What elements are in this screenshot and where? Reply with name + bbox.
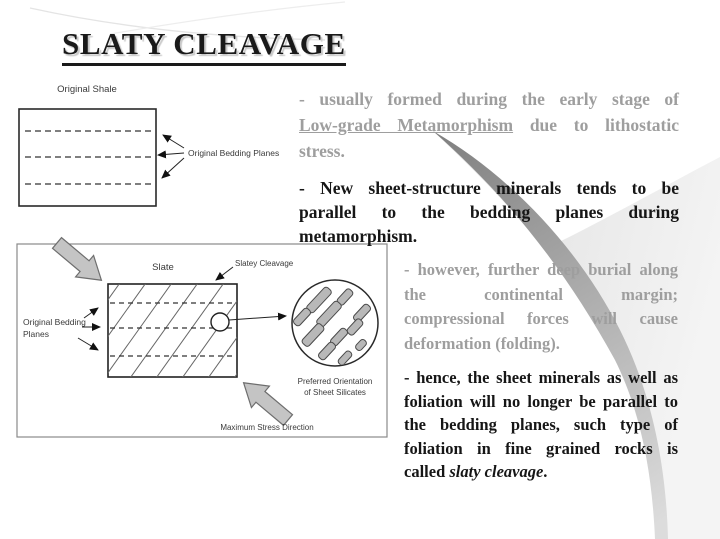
paragraph-line: metamorphism. [299, 226, 418, 246]
paragraph-line: compressional forces will cause [404, 309, 678, 328]
stress-block-arrow-bottom-icon [242, 381, 294, 427]
slate-bedding-label-line1: Original Bedding [23, 317, 86, 327]
paragraph-line: - hence, the sheet minerals as well as [404, 368, 678, 387]
paragraph-text: called [404, 462, 450, 481]
shale-diagram: Original Shale Original Bedding Planes [18, 84, 279, 207]
page-curl-dark-wedge [433, 131, 668, 539]
paragraph-text: . [543, 462, 548, 481]
slate-diagram: Slate Slatey Cleavage Original Bedding P… [16, 236, 388, 438]
paragraph-line: Low-grade Metamorphism due to lithostati… [299, 112, 679, 138]
slate-label: Slate [152, 262, 174, 273]
paragraph-line: parallel to the bedding planes during [299, 202, 679, 222]
bedding-pointer-arrow-icon [157, 150, 185, 159]
bedding-pointer-arrow-icon [77, 337, 99, 351]
paragraph-text: due to lithostatic [513, 115, 679, 135]
paragraph-line: foliation will no longer be parallel to [404, 391, 678, 411]
magnifier-lens-circle [291, 279, 379, 367]
paragraph-line: - usually formed during the early stage … [299, 89, 679, 109]
paragraph-line: - New sheet-structure minerals tends to … [299, 178, 679, 198]
underlined-phrase: Low-grade Metamorphism [299, 115, 514, 135]
slaty-cleavage-label: Slatey Cleavage [235, 259, 294, 268]
paragraph-line: - however, further deep burial along [404, 260, 678, 279]
shale-title-label: Original Shale [57, 84, 117, 95]
italic-phrase: slaty cleavage [449, 462, 544, 481]
stress-block-arrow-top-icon [51, 236, 103, 282]
top-arc-line [29, 7, 326, 41]
sample-spot-circle [210, 312, 230, 332]
paragraph-line: the continental margin; [404, 284, 678, 304]
paragraph-line: foliation in fine grained rocks is [404, 438, 678, 458]
mineral-grains [293, 286, 372, 365]
shale-bedding-label: Original Bedding Planes [188, 148, 279, 158]
paragraph-hence-foliation: - hence, the sheet minerals as well as f… [404, 366, 678, 484]
bedding-pointer-arrow-icon [162, 134, 185, 149]
paragraph-line: called slaty cleavage. [404, 460, 678, 484]
orientation-label-line1: Preferred Orientation [298, 377, 373, 386]
slide-title: SLATY CLEAVAGE [62, 26, 346, 66]
paragraph-line: stress. [299, 141, 345, 161]
stress-label: Maximum Stress Direction [220, 423, 313, 432]
orientation-label-line2: of Sheet Silicates [304, 388, 366, 397]
paragraph-line: the bedding planes, such type of [404, 415, 678, 434]
paragraph-new-sheet-minerals: - New sheet-structure minerals tends to … [299, 176, 679, 248]
bedding-pointer-arrow-icon [161, 157, 185, 179]
bedding-pointer-arrow-icon [83, 307, 99, 319]
cleavage-pointer-arrow-icon [215, 266, 234, 281]
lens-pointer-arrow-icon [228, 312, 287, 321]
paragraph-however-burial: - however, further deep burial along the… [404, 258, 678, 356]
slate-bedding-label-line2: Planes [23, 329, 49, 339]
slate-diagram-frame [16, 243, 388, 438]
top-arc-line-2 [109, 1, 346, 35]
paragraph-usually-formed: - usually formed during the early stage … [299, 86, 679, 164]
paragraph-line: deformation (folding). [404, 333, 560, 353]
